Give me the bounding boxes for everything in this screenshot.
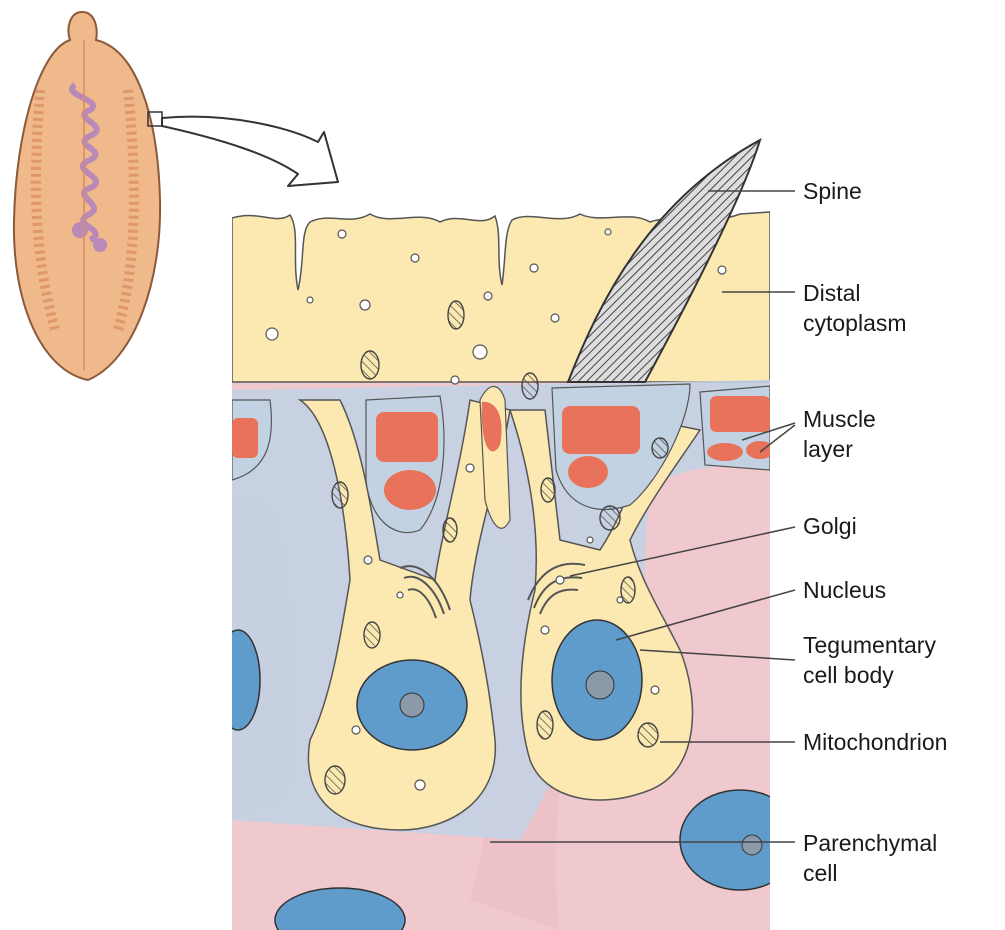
label-tegumentary-line1: Tegumentary <box>803 630 936 660</box>
label-parenchymal-cell: Parenchymal cell <box>803 828 937 888</box>
label-golgi: Golgi <box>803 511 857 541</box>
label-tegumentary-line2: cell body <box>803 660 936 690</box>
label-mitochondrion: Mitochondrion <box>803 727 947 757</box>
label-nucleus: Nucleus <box>803 575 886 605</box>
tegument-section <box>216 212 800 930</box>
label-distal-cytoplasm-line2: cytoplasm <box>803 308 907 338</box>
label-spine: Spine <box>803 176 862 206</box>
label-distal-cytoplasm: Distal cytoplasm <box>803 278 907 338</box>
fluke-organism <box>14 12 162 380</box>
zoom-arrow <box>162 117 338 186</box>
label-parenchymal-line2: cell <box>803 858 937 888</box>
label-tegumentary-cell-body: Tegumentary cell body <box>803 630 936 690</box>
label-parenchymal-line1: Parenchymal <box>803 828 937 858</box>
label-muscle-layer-line1: Muscle <box>803 404 876 434</box>
label-muscle-layer: Muscle layer <box>803 404 876 464</box>
label-muscle-layer-line2: layer <box>803 434 876 464</box>
label-distal-cytoplasm-line1: Distal <box>803 278 907 308</box>
